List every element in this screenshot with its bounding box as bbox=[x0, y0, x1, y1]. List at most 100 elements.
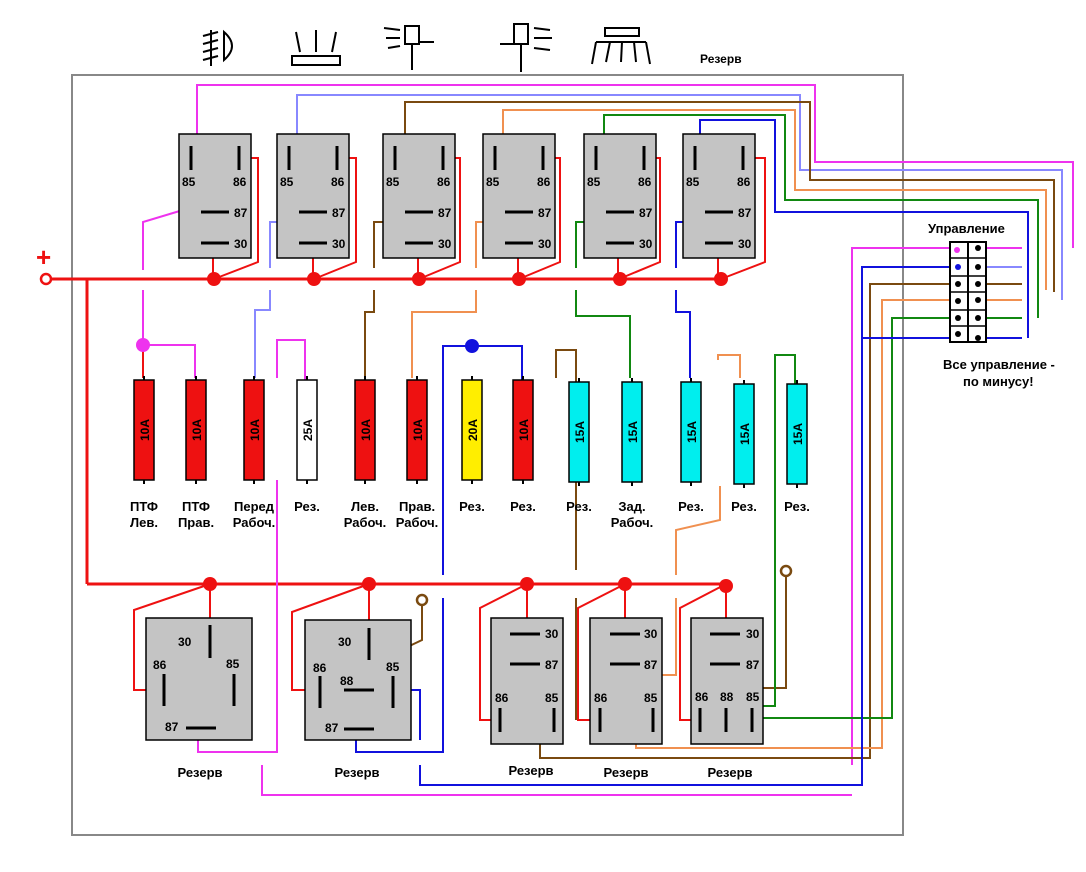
pin-86-label: 86 bbox=[313, 661, 327, 675]
pin-85-label: 85 bbox=[182, 175, 196, 189]
roof-light-icon bbox=[591, 27, 651, 65]
fuse-label: Рез. bbox=[678, 499, 704, 514]
pin-87-label: 87 bbox=[746, 658, 760, 672]
fuse-label: Лев. bbox=[351, 499, 379, 514]
fuse-label: Рез. bbox=[566, 499, 592, 514]
fuse-rating: 10A bbox=[517, 419, 531, 441]
fuse-rating: 10A bbox=[248, 419, 262, 441]
pin-86-label: 86 bbox=[537, 175, 551, 189]
pin-87-label: 87 bbox=[545, 658, 559, 672]
pin-85-label: 85 bbox=[686, 175, 700, 189]
fuse-label-2: Рабоч. bbox=[396, 515, 439, 530]
power-terminal bbox=[39, 272, 53, 286]
pin-86-label: 86 bbox=[737, 175, 751, 189]
fuse-label: Зад. bbox=[618, 499, 645, 514]
fuse-label: Рез. bbox=[784, 499, 810, 514]
pin-30-label: 30 bbox=[644, 627, 658, 641]
pin-86-label: 86 bbox=[153, 658, 167, 672]
fuse-rating: 15A bbox=[791, 423, 805, 445]
pin-86-label: 86 bbox=[233, 175, 247, 189]
pin-87-label: 87 bbox=[234, 206, 248, 220]
fuse-label: ПТФ bbox=[182, 499, 210, 514]
pin-87-label: 87 bbox=[325, 721, 339, 735]
pin-30-label: 30 bbox=[178, 635, 192, 649]
relay-caption: Резерв bbox=[508, 763, 553, 778]
fuse-label: Прав. bbox=[399, 499, 435, 514]
pin-86-label: 86 bbox=[495, 691, 509, 705]
fuse-label-2: Рабоч. bbox=[611, 515, 654, 530]
fuse: 10A Рез. bbox=[510, 376, 536, 514]
fuse-rating: 15A bbox=[573, 421, 587, 443]
fuse-rating: 15A bbox=[685, 421, 699, 443]
pin-85-label: 85 bbox=[587, 175, 601, 189]
relay-body bbox=[589, 617, 663, 745]
pin-87-label: 87 bbox=[644, 658, 658, 672]
pin-85-label: 85 bbox=[746, 690, 760, 704]
relay-body bbox=[490, 617, 564, 745]
fuse-label: Рез. bbox=[731, 499, 757, 514]
pin-85-label: 85 bbox=[644, 691, 658, 705]
fuse-rating: 15A bbox=[738, 423, 752, 445]
pin-85-label: 85 bbox=[280, 175, 294, 189]
pin-30-label: 30 bbox=[746, 627, 760, 641]
control-connector: Управление Все управление - по минусу! bbox=[928, 221, 1055, 389]
pin-30-label: 30 bbox=[438, 237, 452, 251]
fuse-rating: 15A bbox=[626, 421, 640, 443]
top-relay: 85 86 87 30 bbox=[682, 133, 756, 259]
fuse-rating: 25A bbox=[301, 419, 315, 441]
fuse-label: Рез. bbox=[510, 499, 536, 514]
fuse-rating: 10A bbox=[359, 419, 373, 441]
pin-30-label: 30 bbox=[639, 237, 653, 251]
pin-86-label: 86 bbox=[437, 175, 451, 189]
pin-86-label: 86 bbox=[594, 691, 608, 705]
fuse-rating: 10A bbox=[411, 419, 425, 441]
control-title: Управление bbox=[928, 221, 1005, 236]
pin-88-label: 88 bbox=[340, 674, 354, 688]
pin-85-label: 85 bbox=[386, 660, 400, 674]
fuse-label: ПТФ bbox=[130, 499, 158, 514]
relay-body bbox=[145, 617, 253, 741]
pin-30-label: 30 bbox=[338, 635, 352, 649]
front-light-icon bbox=[383, 25, 434, 70]
pin-85-label: 85 bbox=[545, 691, 559, 705]
pin-86-label: 86 bbox=[638, 175, 652, 189]
fuse-label: Рез. bbox=[459, 499, 485, 514]
relay-caption: Резерв bbox=[177, 765, 222, 780]
fuse-rating: 10A bbox=[138, 419, 152, 441]
pin-87-label: 87 bbox=[165, 720, 179, 734]
pin-87-label: 87 bbox=[438, 206, 452, 220]
pin-30-label: 30 bbox=[738, 237, 752, 251]
control-note-line2: по минусу! bbox=[963, 374, 1034, 389]
pin-87-label: 87 bbox=[738, 206, 752, 220]
fog-light-icon bbox=[202, 29, 233, 66]
fuse-label-2: Прав. bbox=[178, 515, 214, 530]
board-outline bbox=[71, 74, 904, 836]
fuse-rating: 20A bbox=[466, 419, 480, 441]
pin-86-label: 86 bbox=[331, 175, 345, 189]
pin-88-label: 88 bbox=[720, 690, 734, 704]
pin-85-label: 85 bbox=[386, 175, 400, 189]
pin-30-label: 30 bbox=[332, 237, 346, 251]
relay-caption: Резерв bbox=[707, 765, 752, 780]
top-reserve-label: Резерв bbox=[700, 52, 742, 66]
work-light-icon bbox=[291, 30, 341, 66]
fuse: 15A Рез. bbox=[731, 380, 757, 514]
rear-light-icon bbox=[500, 23, 552, 72]
